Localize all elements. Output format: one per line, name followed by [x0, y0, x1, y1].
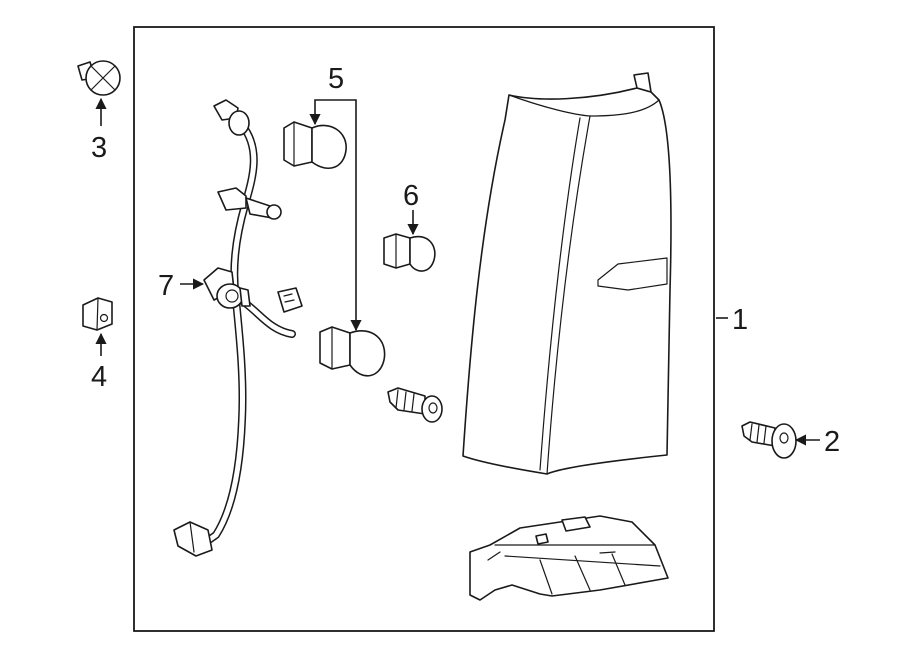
- callout-3: 3: [91, 132, 107, 164]
- bulb-5-upper: [283, 121, 347, 170]
- bulb-5-lower: [319, 326, 386, 377]
- screw-2: [741, 421, 797, 459]
- nut-clip-4: [82, 297, 113, 331]
- lamp-base-bracket: [469, 515, 669, 601]
- callout-4: 4: [91, 361, 107, 393]
- bulb-6: [383, 233, 436, 272]
- leader-5-left: [309, 99, 337, 126]
- leader-5-right: [337, 99, 362, 332]
- callout-6: 6: [403, 180, 419, 212]
- lamp-screw: [387, 387, 443, 423]
- wiring-harness-7: [173, 99, 303, 557]
- leaders: [95, 97, 820, 446]
- tail-lamp-lens: [462, 72, 672, 475]
- assembly-frame: [133, 26, 715, 632]
- callout-2: 2: [824, 426, 840, 458]
- callout-1: 1: [732, 304, 748, 336]
- push-clip-3: [77, 60, 121, 96]
- callout-7: 7: [158, 270, 174, 302]
- callout-5: 5: [328, 63, 344, 95]
